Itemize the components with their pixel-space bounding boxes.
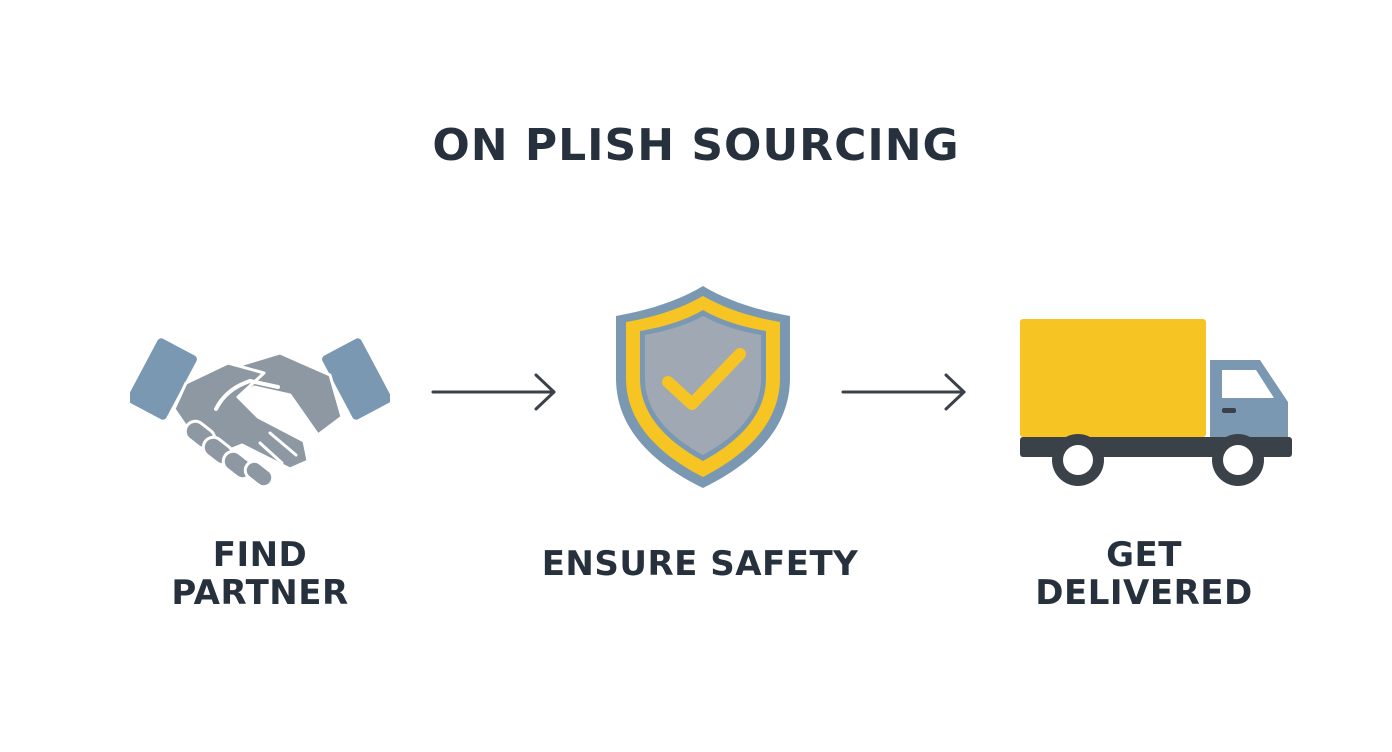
step-label-line: DELIVERED <box>1035 573 1253 613</box>
step-label-line: GET <box>1106 535 1182 575</box>
delivery-truck-icon <box>1016 316 1296 491</box>
step-label-ensure-safety: ENSURE SAFETY <box>541 544 859 584</box>
step-label-find-partner: FIND PARTNER <box>130 536 390 612</box>
step-label-get-delivered: GET DELIVERED <box>1016 536 1272 612</box>
handshake-icon <box>127 325 392 495</box>
arrow-right-icon <box>430 372 560 412</box>
diagram-title: ON PLISH SOURCING <box>432 120 960 171</box>
step-label-line: FIND <box>212 535 308 575</box>
step-label-line: PARTNER <box>171 573 349 613</box>
arrow-right-icon <box>840 372 970 412</box>
shield-check-icon <box>610 282 796 492</box>
